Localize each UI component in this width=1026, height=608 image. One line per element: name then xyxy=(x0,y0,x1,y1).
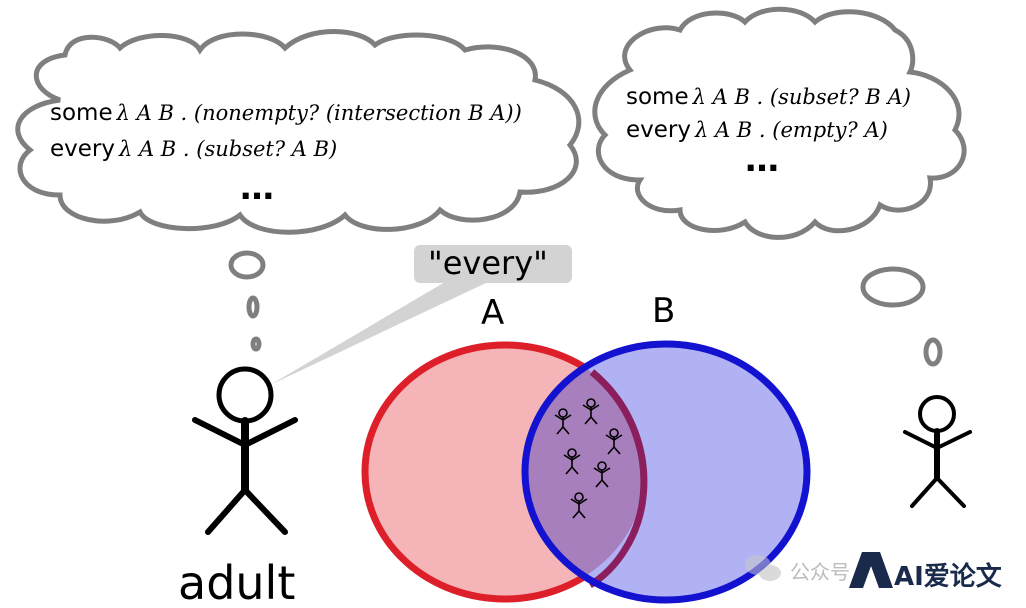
overlap-figure-limb xyxy=(605,434,615,441)
overlap-figure-limb xyxy=(572,510,580,519)
thought-cloud-right xyxy=(592,6,967,240)
overlap-figure-limb xyxy=(590,404,600,411)
right-every-lambda: λ A B . (empty? A) xyxy=(694,118,888,142)
overlap-figure-limb xyxy=(562,414,572,421)
right-some-word: some xyxy=(626,84,689,110)
adult-stick-figure xyxy=(192,366,298,535)
overlap-figure-limb xyxy=(601,467,611,474)
overlap-figure xyxy=(605,428,623,455)
overlap-figure-limb xyxy=(571,454,581,461)
thought-bubble-chain-left xyxy=(228,250,266,352)
wechat-icon-secondary xyxy=(759,565,781,581)
speech-text: "every" xyxy=(428,244,548,282)
overlap-figure xyxy=(582,398,600,425)
left-some-line: some λ A B . (nonempty? (intersection B … xyxy=(50,100,522,126)
adult-label: adult xyxy=(178,556,296,608)
overlap-figure-limb xyxy=(601,479,609,488)
overlap-figure-limb xyxy=(578,510,586,519)
child-arm-right xyxy=(935,430,972,450)
thought-bubble-small xyxy=(250,336,262,352)
child-stick-figure xyxy=(903,395,972,508)
overlap-figure xyxy=(593,461,611,488)
adult-head xyxy=(216,366,274,424)
left-every-lambda: λ A B . (subset? A B) xyxy=(118,137,338,161)
child-leg-right xyxy=(935,476,966,508)
venn-circle-b-outline xyxy=(521,340,811,604)
overlap-figure-limb xyxy=(613,446,621,455)
overlap-figure xyxy=(554,408,572,435)
overlap-figure-limb xyxy=(584,416,592,425)
overlap-figure-limb xyxy=(554,414,564,421)
adult-leg-right xyxy=(242,487,288,535)
speech-bubble-tail xyxy=(270,282,488,385)
overlap-figure-limb xyxy=(582,404,592,411)
brand-a-icon xyxy=(849,552,893,588)
ai-brand-logo xyxy=(849,552,893,588)
adult-arm-left xyxy=(192,417,248,448)
overlap-figure-limb xyxy=(571,466,579,475)
watermark-logo xyxy=(745,555,781,581)
venn-label-b: B xyxy=(652,291,676,331)
overlap-figure-limb xyxy=(562,426,570,435)
child-leg-left xyxy=(910,476,939,508)
speech-bubble xyxy=(414,245,572,283)
overlap-figure xyxy=(570,492,588,519)
overlap-figure-limb xyxy=(607,446,615,455)
overlap-figure-limb xyxy=(613,434,623,441)
thought-bubble-large xyxy=(228,250,266,280)
right-some-line: some λ A B . (subset? B A) xyxy=(626,84,911,110)
overlap-figure-limb xyxy=(595,479,603,488)
adult-arm-right xyxy=(242,417,298,448)
overlap-figure-limb xyxy=(590,416,598,425)
overlap-figure-limb xyxy=(563,454,573,461)
adult-leg-left xyxy=(205,487,248,535)
venn-a-arc-in-overlap xyxy=(588,369,648,589)
thought-cloud-left xyxy=(15,29,582,235)
left-some-lambda: λ A B . (nonempty? (intersection B A)) xyxy=(116,101,522,125)
overlap-figure xyxy=(563,448,581,475)
overlap-figure-limb xyxy=(570,498,580,505)
watermark-text: 公众号 xyxy=(790,560,850,584)
watermark-brand: AI爱论文 xyxy=(894,562,1002,592)
venn-label-a: A xyxy=(481,293,505,333)
right-some-lambda: λ A B . (subset? B A) xyxy=(692,85,911,109)
overlap-figure-limb xyxy=(565,466,573,475)
right-every-line: every λ A B . (empty? A) xyxy=(626,117,888,143)
thought-bubble-large xyxy=(860,266,926,308)
child-arm-left xyxy=(903,430,939,450)
child-head xyxy=(918,395,956,433)
left-every-word: every xyxy=(50,136,115,162)
right-ellipsis: … xyxy=(745,140,783,180)
overlap-figure-limb xyxy=(593,467,603,474)
left-some-word: some xyxy=(50,100,113,126)
overlap-figure-limb xyxy=(556,426,564,435)
left-every-line: every λ A B . (subset? A B) xyxy=(50,136,337,162)
thought-bubble-small xyxy=(923,337,943,367)
right-every-word: every xyxy=(626,117,691,143)
left-ellipsis: … xyxy=(240,168,278,208)
thought-bubble-chain-right xyxy=(860,266,943,367)
overlap-figures xyxy=(554,398,623,519)
thought-bubble-medium xyxy=(246,295,260,319)
overlap-figure-limb xyxy=(578,498,588,505)
